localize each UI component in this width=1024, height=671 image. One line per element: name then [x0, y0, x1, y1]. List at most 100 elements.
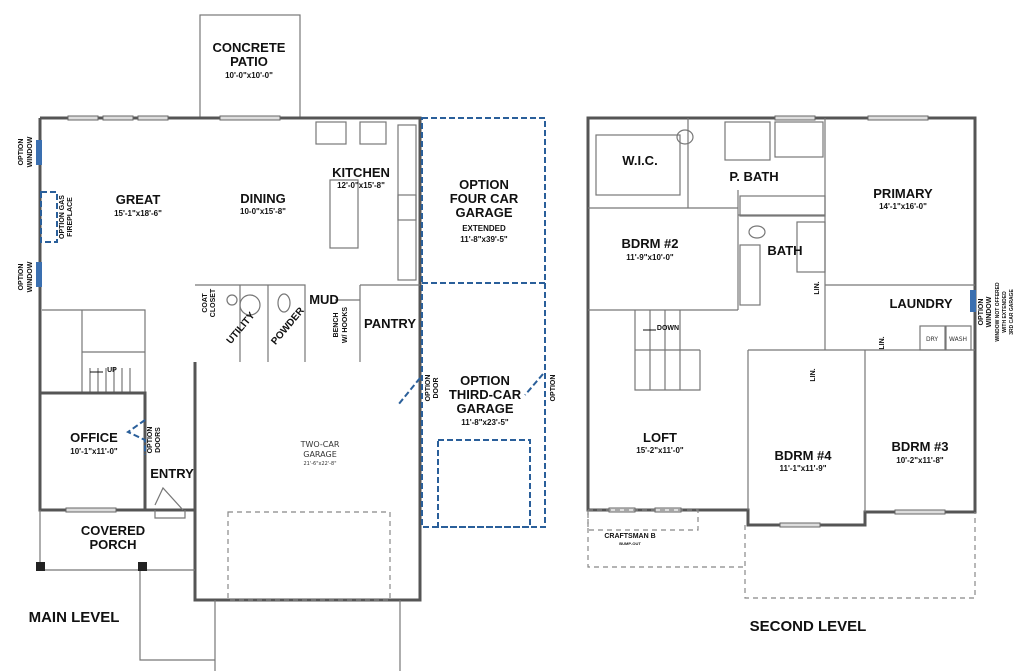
porch-label: COVERED: [81, 523, 145, 538]
toilet: [676, 129, 694, 145]
entry-door: [154, 486, 186, 519]
option-window-marker: [36, 140, 42, 165]
craftsman-porch-outline: [587, 510, 746, 568]
stair-treads: [89, 368, 131, 393]
two-car-label: TWO-CAR: [300, 440, 340, 449]
option-window-note: WINDOW: [986, 296, 993, 327]
porch-post: [36, 562, 45, 571]
primary-size: 14'-1"x16'-0": [879, 202, 927, 211]
utility-label: UTILITY: [225, 310, 258, 346]
primary-label: PRIMARY: [873, 186, 933, 201]
fireplace-note: FIREPLACE: [67, 197, 74, 237]
bathtub: [796, 221, 826, 273]
second-level-title: SECOND LEVEL: [750, 618, 867, 635]
third-car-size: 11'-8"x23'-5": [461, 418, 509, 427]
stairs: [42, 309, 146, 394]
option-doors: [126, 419, 146, 455]
craftsman-label: CRAFTSMAN B: [604, 533, 655, 540]
kitchen-counter: [397, 124, 417, 281]
porch-label: PORCH: [90, 537, 137, 552]
option-window-note: OPTION: [18, 139, 25, 166]
four-car-size: 11'-8"x39'-5": [460, 235, 508, 244]
fireplace-note: OPTION GAS: [59, 195, 66, 239]
laundry-label: LAUNDRY: [889, 296, 952, 311]
option-garage-outline: [421, 117, 546, 528]
third-car-label: THIRD-CAR: [449, 387, 522, 402]
great-size: 15'-1"x18'-6": [114, 209, 162, 218]
window: [65, 507, 117, 513]
office-label: OFFICE: [70, 430, 118, 445]
four-car-label: FOUR CAR: [450, 191, 519, 206]
option-door-swing: [397, 377, 421, 406]
option-window-note: WINDOW NOT OFFERED: [995, 282, 1001, 342]
window: [774, 115, 816, 121]
window: [608, 507, 636, 513]
four-car-label: GARAGE: [455, 205, 512, 220]
patio-label: CONCRETE: [213, 40, 286, 55]
option-window-marker: [36, 262, 42, 287]
option-note: OPTION: [550, 375, 557, 402]
wic-label: W.I.C.: [622, 153, 657, 168]
option-door-note: OPTION: [425, 375, 432, 402]
four-car-note: EXTENDED: [462, 224, 506, 233]
main-level-title: MAIN LEVEL: [29, 609, 120, 626]
two-car-label: GARAGE: [303, 450, 337, 459]
option-window-note: OPTION: [978, 299, 985, 326]
loft-label: LOFT: [643, 430, 677, 445]
great-label: GREAT: [116, 192, 161, 207]
window: [137, 115, 169, 121]
bdrm3-size: 10'-2"x11'-8": [896, 456, 944, 465]
loft-size: 15'-2"x11'-0": [636, 446, 684, 455]
garage-door-outline: [227, 511, 391, 601]
office-walls: [40, 391, 197, 510]
dining-size: 10-0"x15'-8": [240, 207, 286, 216]
washer: [945, 325, 972, 351]
option-window-note: WINDOW: [27, 136, 34, 167]
range: [397, 194, 417, 221]
two-car-size: 21'-6"x22'-8": [303, 461, 336, 467]
coat-closet-label: COAT: [202, 293, 209, 313]
four-car-label: OPTION: [459, 177, 509, 192]
window: [654, 507, 682, 513]
kitchen-size: 12'-0"x15'-8": [337, 181, 385, 190]
bdrm3-label: BDRM #3: [891, 439, 948, 454]
bath-label: BATH: [767, 243, 802, 258]
main-level: CONCRETE PATIO 10'-0"x10'-0" GREAT 15'-1…: [18, 14, 557, 671]
kitchen-cabinet: [315, 121, 347, 145]
toilet: [748, 225, 766, 239]
option-window-note: WITH EXTENDED: [1002, 291, 1008, 333]
linen-label: LIN.: [810, 368, 817, 381]
option-doors-note: DOORS: [155, 427, 162, 453]
office-size: 10'-1"x11'-0": [70, 447, 118, 456]
bench-label: BENCH: [333, 313, 340, 338]
option-garage-door: [437, 439, 531, 528]
window: [219, 115, 281, 121]
option-doors-note: OPTION: [147, 427, 154, 454]
kitchen-sink: [359, 121, 387, 145]
entry-label: ENTRY: [150, 466, 194, 481]
driveway-lines: [139, 570, 401, 671]
vanity: [739, 195, 826, 217]
option-side-door: [524, 373, 544, 396]
dryer: [919, 325, 946, 351]
porch-outline: [744, 512, 976, 599]
patio-size: 10'-0"x10'-0": [225, 71, 273, 80]
stairs-down-label: DOWN: [657, 325, 679, 332]
third-car-label: OPTION: [460, 373, 510, 388]
exterior-walls: [586, 116, 977, 527]
powder-label: POWDER: [269, 305, 307, 347]
second-level: W.I.C. P. BATH PRIMARY 14'-1"x16'-0" BDR…: [586, 115, 1015, 635]
toilet: [277, 293, 291, 313]
bdrm4-size: 11'-1"x11'-9": [780, 464, 827, 473]
porch-post: [138, 562, 147, 571]
stairs-up-label: UP: [107, 367, 117, 374]
dryer-label: DRY: [926, 336, 938, 343]
dining-label: DINING: [240, 191, 286, 206]
kitchen-label: KITCHEN: [332, 165, 390, 180]
water-heater: [239, 294, 261, 316]
closet-shelving: [595, 134, 681, 196]
coat-closet-label: CLOSET: [210, 288, 217, 317]
washer-label: WASH: [949, 336, 967, 343]
pbath-label: P. BATH: [729, 169, 778, 184]
bench-label: W/ HOOKS: [342, 307, 349, 343]
